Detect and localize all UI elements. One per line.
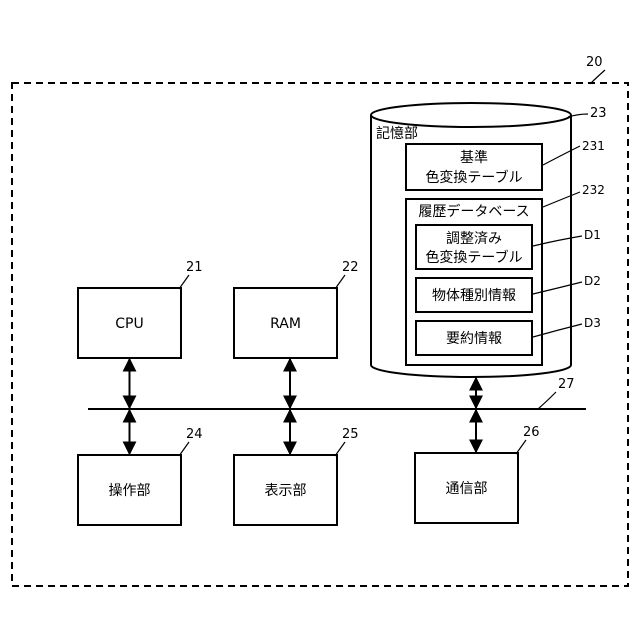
cpu-ref-leader [179,275,189,289]
summary-info-label: 要約情報 [446,331,502,347]
cpu-ref: 21 [186,260,203,275]
operation-unit-ref: 24 [186,427,203,442]
adjusted-table-line2: 色変換テーブル [425,249,522,266]
display-unit-ref-leader [335,442,345,456]
storage-cylinder-top [371,103,571,127]
bus-ref: 27 [558,377,575,392]
communication-unit-ref: 26 [523,425,540,440]
operation-unit-label: 操作部 [109,483,151,499]
display-unit-label: 表示部 [265,483,307,499]
adjusted-table-line1: 調整済み [446,231,502,247]
object-type-info-label: 物体種別情報 [432,288,516,304]
ram-label: RAM [270,316,301,332]
cpu-label: CPU [115,316,143,332]
history-db-label: 履歴データベース [418,203,529,220]
adjusted-table-ref: D1 [584,228,601,242]
object-type-info-ref: D2 [584,274,601,288]
ram-ref-leader [335,275,345,289]
storage-unit-ref: 23 [590,106,607,121]
ram-ref: 22 [342,260,359,275]
device-ref-leader [590,70,605,84]
reference-table-ref: 231 [582,139,605,153]
storage-unit-label: 記憶部 [376,125,418,142]
display-unit-ref: 25 [342,427,359,442]
device-ref: 20 [586,55,603,70]
reference-table-line2: 色変換テーブル [425,169,522,186]
communication-unit-ref-leader [516,440,526,454]
reference-table-line1: 基準 [460,149,488,166]
summary-info-ref: D3 [584,316,601,330]
communication-unit-label: 通信部 [446,481,488,497]
history-db-ref: 232 [582,183,605,197]
bus-ref-leader [538,392,556,409]
operation-unit-ref-leader [179,442,189,456]
